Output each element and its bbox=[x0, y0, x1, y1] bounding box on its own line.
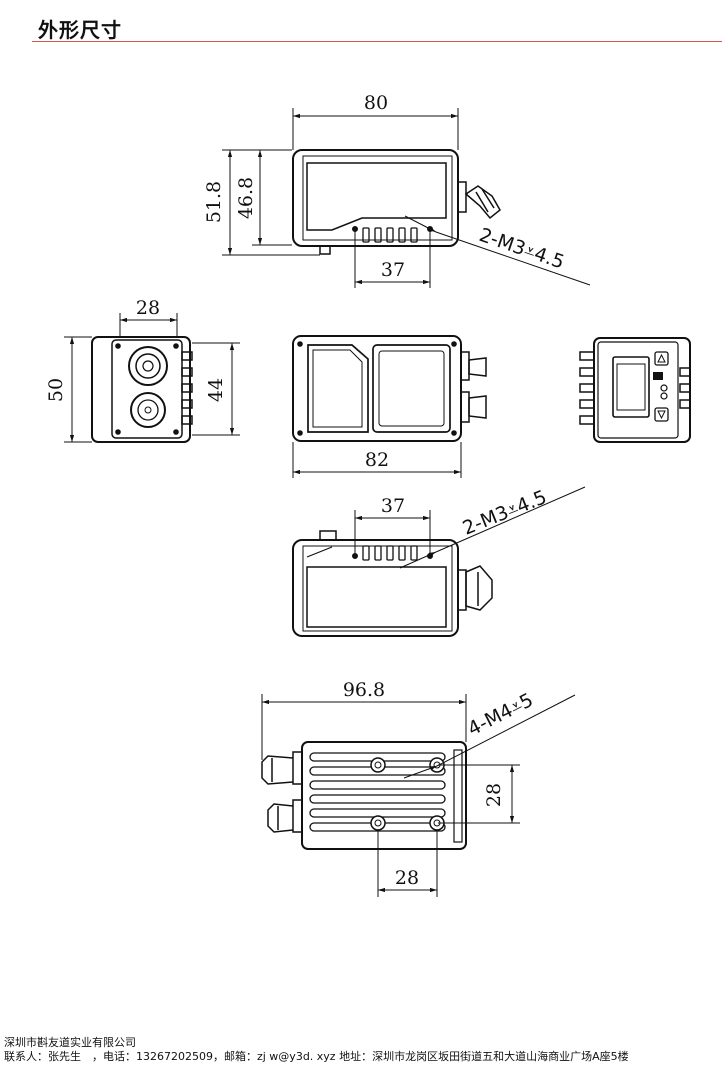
front-view bbox=[292, 335, 487, 478]
dim-front-width: 82 bbox=[365, 449, 389, 471]
dim-base-hole-note: 4-M4⩡5 bbox=[464, 689, 537, 740]
dim-top-hole-note: 2-M3⩡4.5 bbox=[476, 224, 567, 274]
title-underline bbox=[32, 41, 722, 42]
dim-side-width: 28 bbox=[136, 297, 160, 319]
dim-top-height-inner: 46.8 bbox=[235, 177, 257, 219]
base-view bbox=[261, 694, 576, 897]
dim-top-hole-spacing: 37 bbox=[381, 259, 405, 281]
dim-base-hole-spacing-v: 28 bbox=[483, 783, 505, 807]
dimension-drawing: 80 51.8 46.8 37 2-M3⩡4.5 28 50 44 82 37 … bbox=[45, 92, 691, 897]
footer-contact: 联系人：张先生 ，电话：13267202509，邮箱：zj w@y3d. xyz… bbox=[4, 1050, 629, 1063]
page-title: 外形尺寸 bbox=[38, 18, 122, 42]
side-view-right bbox=[579, 337, 691, 443]
dim-base-hole-spacing-h: 28 bbox=[395, 867, 419, 889]
side-view-left bbox=[64, 313, 240, 443]
footer-company: 深圳市斟友道实业有限公司 bbox=[4, 1036, 136, 1049]
dim-bottom-hole-note: 2-M3⩡4.5 bbox=[460, 486, 550, 539]
top-view bbox=[222, 108, 591, 288]
dim-bottom-hole-spacing: 37 bbox=[381, 495, 405, 517]
dim-top-width: 80 bbox=[364, 92, 388, 114]
dim-side-height-inner: 44 bbox=[205, 378, 227, 402]
dim-top-height-outer: 51.8 bbox=[203, 181, 225, 223]
dim-side-height-outer: 50 bbox=[45, 378, 67, 402]
footer: 深圳市斟友道实业有限公司 联系人：张先生 ，电话：13267202509，邮箱：… bbox=[4, 1036, 629, 1064]
dim-base-length: 96.8 bbox=[343, 679, 385, 701]
bottom-view bbox=[292, 486, 586, 637]
